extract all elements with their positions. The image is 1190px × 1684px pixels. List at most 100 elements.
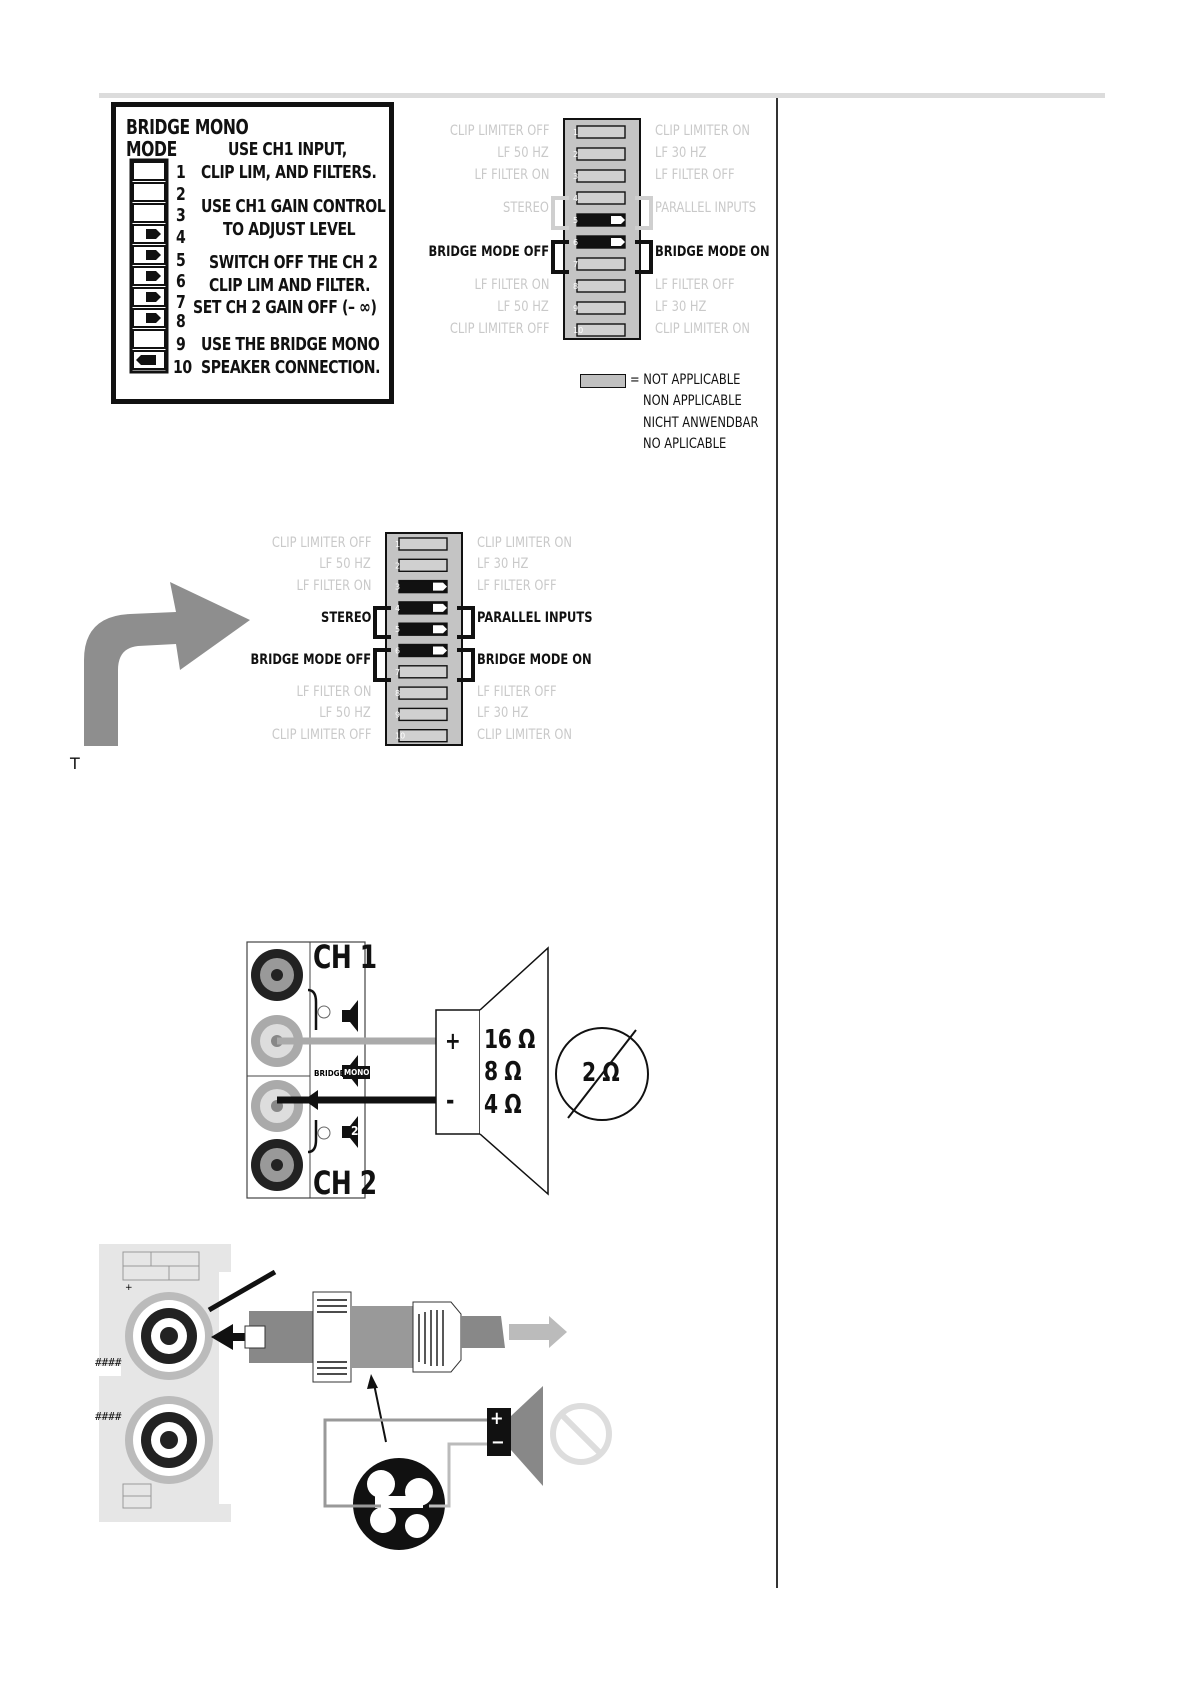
- dipTop-switch-2: [576, 147, 626, 161]
- connector-plus-label: +: [490, 1408, 504, 1429]
- box-row-num-9: 9: [176, 334, 186, 355]
- legend-swatch: [580, 374, 626, 388]
- stray-letter: T: [70, 754, 80, 773]
- dipTop-switch-number-9: 9: [573, 304, 578, 313]
- dipTop-switch-3: [576, 169, 626, 183]
- dipTop-switch-10: [576, 323, 626, 337]
- dipBottom-switch-number-3: 3: [395, 583, 400, 592]
- dipBottomLabels-bracket-R-3: [457, 605, 475, 640]
- dipTopLabels-left-6: LF FILTER ON: [474, 277, 549, 293]
- dipTop-switch-number-10: 10: [573, 326, 583, 335]
- dipTopLabels-right-3: LF FILTER OFF: [655, 167, 735, 183]
- box-row-text-3: USE CH1 GAIN CONTROL: [201, 196, 386, 217]
- box-row-num-1: 1: [176, 162, 186, 183]
- dipTop-knob-6: [611, 238, 625, 246]
- box-switch-2: [132, 182, 166, 202]
- svg-text:####: ####: [95, 1410, 122, 1423]
- legend-line-3: NICHT ANWENDBAR: [643, 415, 759, 431]
- dipBottom-switch-number-9: 9: [395, 710, 400, 719]
- box-switch-on-7: [146, 292, 161, 302]
- box-row-text-4: TO ADJUST LEVEL: [223, 219, 356, 240]
- dipBottomLabels-right-8: CLIP LIMITER ON: [477, 726, 572, 743]
- dipTopLabels-bracket-R-3: [635, 195, 653, 231]
- box-row-num-7: 7: [176, 292, 186, 313]
- dipBottom-knob-4: [433, 603, 447, 612]
- legend-line-2: NON APPLICABLE: [643, 393, 742, 409]
- impedance-16: 16 Ω: [484, 1025, 535, 1055]
- bridge-mono-box: BRIDGE MONO MODE USE CH1 INPUT, 1 CLIP L…: [111, 102, 394, 404]
- ch1-label: CH 1: [313, 938, 377, 976]
- dipTopLabels-right-5: BRIDGE MODE ON: [655, 244, 770, 260]
- dipBottomLabels-right-6: LF FILTER OFF: [477, 684, 557, 701]
- dipTopLabels-bracket-R-4: [635, 239, 653, 275]
- dipTop-switch-1: [576, 125, 626, 139]
- dipTopLabels-left-7: LF 50 HZ: [497, 299, 549, 315]
- impedance-4: 4 Ω: [484, 1090, 522, 1120]
- box-title-line2: MODE: [126, 137, 177, 161]
- dipBottomLabels-bracket-L-3: [373, 605, 391, 640]
- speakon-ch2-bottom-icon: [251, 1139, 303, 1191]
- dipBottom-knob-3: [433, 582, 447, 591]
- dipBottom-switch-number-1: 1: [395, 540, 400, 549]
- box-row-text-9: USE THE BRIDGE MONO: [201, 334, 380, 355]
- dipBottom-switch-number-8: 8: [395, 689, 400, 698]
- box-row-num-2: 2: [176, 184, 186, 205]
- dipBottomLabels-bracket-L-4: [373, 648, 391, 682]
- dipTop-switch-number-8: 8: [573, 282, 578, 291]
- dipBottom-switch-1: [398, 537, 448, 551]
- dipTop-switch-number-2: 2: [573, 150, 578, 159]
- dipTopLabels-left-5: BRIDGE MODE OFF: [428, 244, 549, 260]
- dipBottomLabels-right-2: LF 30 HZ: [477, 556, 529, 573]
- box-switch-1: [132, 161, 166, 181]
- dipBottom-switch-7: [398, 665, 448, 679]
- dipBottomLabels-right-4: PARALLEL INPUTS: [477, 609, 593, 626]
- dipTopLabels-right-1: CLIP LIMITER ON: [655, 123, 750, 139]
- box-switch-on-8: [146, 313, 161, 323]
- dipBottomLabels-left-4: STEREO: [320, 609, 371, 626]
- svg-text:+: +: [125, 1283, 133, 1293]
- dipTop-switch-7: [576, 257, 626, 271]
- dipBottomLabels-right-1: CLIP LIMITER ON: [477, 535, 572, 551]
- box-switch-on-6: [146, 271, 161, 281]
- dipBottomLabels-left-8: CLIP LIMITER OFF: [271, 726, 371, 743]
- dipTopLabels-left-2: LF 50 HZ: [497, 145, 549, 161]
- box-row-num-10: 10: [173, 357, 192, 378]
- box-row-num-8: 8: [176, 311, 186, 332]
- box-row-text-1: CLIP LIM, AND FILTERS.: [201, 162, 377, 183]
- dipBottom-switch-number-6: 6: [395, 647, 400, 656]
- dipBottomLabels-left-6: LF FILTER ON: [296, 684, 371, 701]
- dipBottomLabels-left-5: BRIDGE MODE OFF: [250, 652, 371, 669]
- dipTopLabels-bracket-L-3: [551, 195, 569, 231]
- dipBottomLabels-right-3: LF FILTER OFF: [477, 577, 557, 594]
- box-row-text-6: CLIP LIM AND FILTER.: [209, 275, 371, 296]
- dipTop-switch-number-3: 3: [573, 172, 578, 181]
- dipTopLabels-left-4: STEREO: [503, 200, 549, 216]
- dipBottom-switch-10: [398, 728, 448, 743]
- dipTopLabels-right-4: PARALLEL INPUTS: [655, 200, 757, 216]
- dipTopLabels-right-7: LF 30 HZ: [655, 299, 707, 315]
- mono-label: MONO: [343, 1066, 371, 1079]
- top-rule: [99, 93, 1105, 98]
- column-divider: [776, 98, 778, 1588]
- dipTop-switch-4: [576, 191, 626, 205]
- box-row-text-5: SWITCH OFF THE CH 2: [209, 252, 378, 273]
- box-switch-3: [132, 203, 166, 223]
- dipBottom-knob-6: [433, 646, 447, 655]
- dipTop-switch-number-5: 5: [573, 216, 578, 225]
- ch2-label: CH 2: [313, 1164, 377, 1202]
- dipTop-switch-number-6: 6: [573, 238, 578, 247]
- dipTop-knob-5: [611, 216, 625, 224]
- box-switch-9: [132, 329, 166, 349]
- curved-arrow-icon: [84, 582, 250, 746]
- legend-line-4: NO APLICABLE: [643, 436, 727, 452]
- dipBottom-switch-2: [398, 558, 448, 572]
- dipTopLabels-right-8: CLIP LIMITER ON: [655, 321, 750, 337]
- box-row-num-4: 4: [176, 227, 186, 248]
- box-switch-column: [129, 158, 169, 374]
- dipTopLabels-right-2: LF 30 HZ: [655, 145, 707, 161]
- dipBottom-switch-number-4: 4: [395, 604, 400, 613]
- box-switch-on-4: [146, 229, 161, 239]
- dipTopLabels-left-1: CLIP LIMITER OFF: [449, 123, 549, 139]
- svg-text:####: ####: [95, 1356, 122, 1369]
